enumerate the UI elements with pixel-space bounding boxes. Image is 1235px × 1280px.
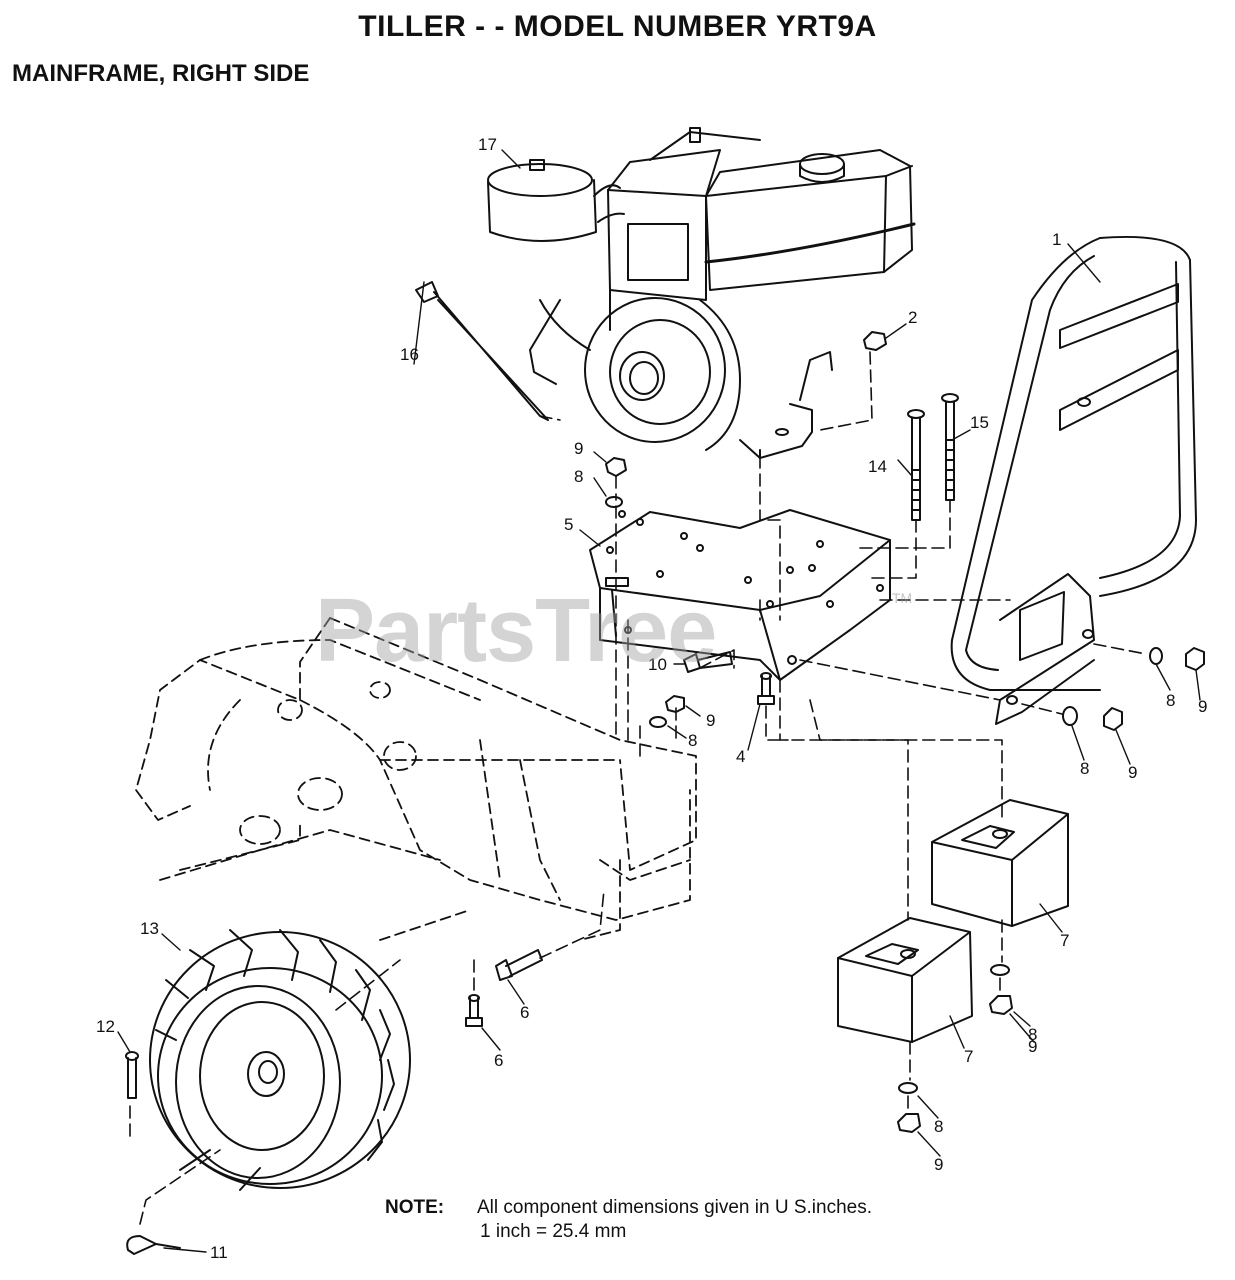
callout-6-lower: 6 [494, 1051, 503, 1070]
callout-2: 2 [908, 308, 917, 327]
callout-17: 17 [478, 135, 497, 154]
hardware-drawing [125, 281, 1205, 1255]
callout-15: 15 [970, 413, 989, 432]
callout-9-bottom: 9 [934, 1155, 943, 1174]
callout-8-engine: 8 [574, 467, 583, 486]
callout-9-handle: 9 [1198, 697, 1207, 716]
callout-9-engine: 9 [574, 439, 583, 458]
watermark-trademark: TM [892, 590, 913, 606]
callout-8-handle: 8 [1166, 691, 1175, 710]
tine-housing-phantom [135, 617, 697, 941]
note-line-2: 1 inch = 25.4 mm [480, 1221, 627, 1242]
callout-12: 12 [96, 1017, 115, 1036]
callout-9-mid: 9 [706, 711, 715, 730]
callout-8-bottom: 8 [934, 1117, 943, 1136]
callout-14: 14 [868, 457, 887, 476]
callout-8-block: 8 [1028, 1025, 1037, 1044]
callout-9-bracket: 9 [1128, 763, 1137, 782]
callout-13: 13 [140, 919, 159, 938]
page-title: TILLER - - MODEL NUMBER YRT9A [358, 10, 877, 43]
callout-4: 4 [736, 747, 745, 766]
callout-11: 11 [210, 1243, 228, 1262]
dimension-note: NOTE: All component dimensions given in U… [385, 1196, 872, 1244]
watermark: PartsTree [315, 581, 717, 681]
callout-5: 5 [564, 515, 573, 534]
note-line-1: All component dimensions given in U S.in… [477, 1197, 872, 1218]
note-label: NOTE: [385, 1197, 445, 1218]
callout-1: 1 [1052, 230, 1061, 249]
leader-lines [117, 149, 1201, 1253]
weight-blocks-drawing [837, 799, 1069, 1043]
assembly-lines [129, 351, 1147, 1225]
callout-8-mid: 8 [688, 731, 697, 750]
bumper-handle-drawing [950, 235, 1197, 725]
callout-7-upper: 7 [1060, 931, 1069, 950]
wheel-tire-drawing [149, 929, 411, 1191]
callout-8-bracket: 8 [1080, 759, 1089, 778]
callout-16: 16 [400, 345, 419, 364]
callout-9-block: 9 [1028, 1037, 1037, 1056]
callout-6-upper: 6 [520, 1003, 529, 1022]
callout-10: 10 [648, 655, 667, 674]
callout-7-lower: 7 [964, 1047, 973, 1066]
diagram-section-title: MAINFRAME, RIGHT SIDE [12, 60, 310, 87]
engine-drawing [487, 127, 916, 459]
